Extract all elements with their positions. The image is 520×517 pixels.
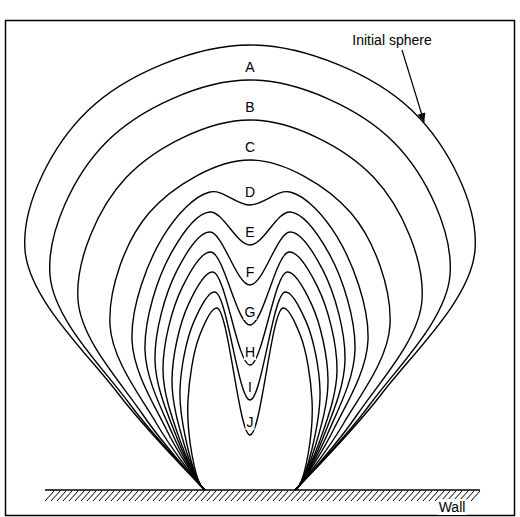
frame [6,21,515,516]
arrowhead [418,113,426,123]
bubble-contour [188,308,313,490]
contour-letter: H [244,344,256,360]
contour-letter: A [244,59,255,75]
bubble-contours [25,45,476,490]
callout-label: Initial sphere [351,32,432,48]
contour-letter: C [244,139,256,155]
wall-symbol [45,490,480,501]
contour-letter: I [247,379,253,395]
leader-arrow [402,50,425,122]
bubble-contour [145,212,355,490]
bubble-contour [25,45,476,490]
contour-letter: F [245,264,256,280]
bubble-contour [78,120,422,490]
bubble-contour [132,192,368,490]
bubble-contour [155,232,345,490]
contour-letter: J [246,414,255,430]
bubble-contour [163,252,337,490]
bubble-contour [180,292,320,490]
bubble-contour [50,80,451,490]
contour-letter: G [244,304,257,320]
contour-letter: E [244,224,255,240]
wall-hatch [471,491,480,501]
wall-label: Wall [438,499,467,515]
contour-letter: D [244,184,256,200]
leader-line [402,50,424,122]
wall-line [45,489,480,491]
bubble-contour [172,272,328,490]
contour-letter: B [244,99,255,115]
bubble-contour [110,160,390,490]
